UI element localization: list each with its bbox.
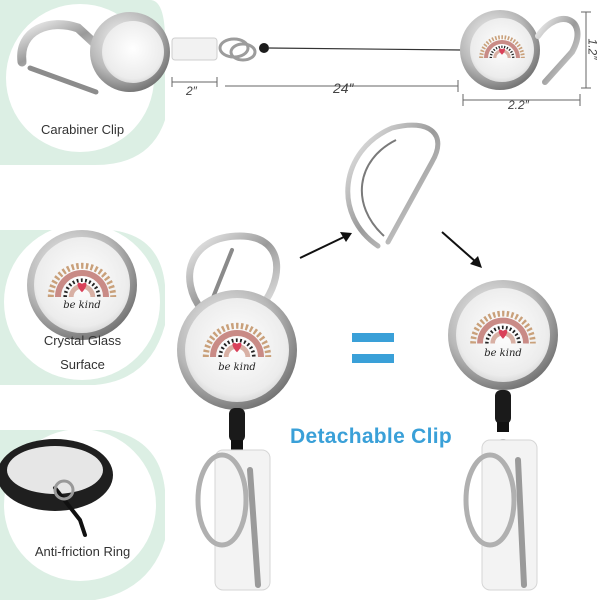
badge-reel-with-clip [177, 232, 297, 591]
badge-reel-without-clip [448, 280, 558, 591]
top-product-overview [171, 10, 591, 106]
badge-text-right: be kind [484, 348, 522, 359]
badge-text-glass: be kind [63, 300, 101, 311]
feature-panel-ring [0, 429, 165, 600]
feature-label-glass-line1: Crystal Glass [43, 333, 122, 348]
feature-panel-glass [0, 224, 165, 385]
feature-panel-carabiner [0, 0, 170, 165]
dimension-strap-label: 2″ [186, 84, 197, 98]
arrow-left-icon [299, 232, 352, 259]
feature-label-glass-line2: Surface [60, 357, 105, 372]
dimension-cord-label: 24″ [333, 80, 354, 96]
detached-carabiner [345, 122, 441, 249]
feature-label-carabiner: Carabiner Clip [40, 122, 125, 137]
feature-label-ring: Anti-friction Ring [34, 544, 131, 559]
equals-icon [352, 333, 394, 363]
dimension-height-label: 1.2″ [585, 38, 600, 60]
badge-text-main: be kind [218, 362, 256, 373]
dimension-width-label: 2.2″ [508, 98, 529, 112]
arrow-right-icon [441, 231, 482, 268]
detachable-clip-label: Detachable Clip [290, 425, 453, 448]
